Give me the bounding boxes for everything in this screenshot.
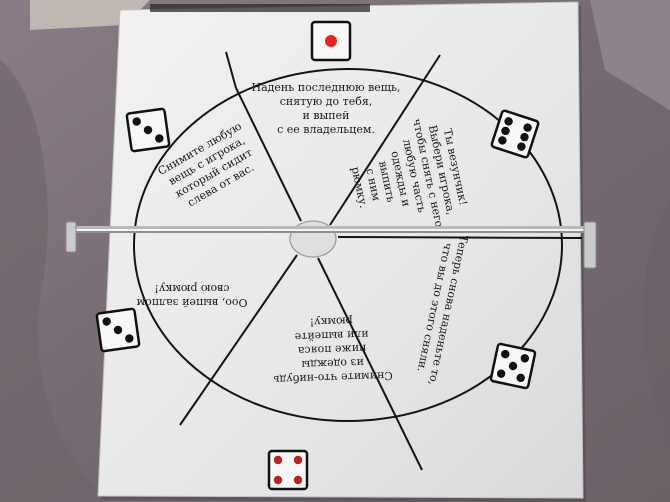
segment-line: ниже пояса — [297, 342, 366, 357]
divider-line — [225, 51, 237, 89]
segment-line: рюмку! — [309, 314, 352, 328]
segment-line: снятую до тебя, — [280, 95, 373, 108]
die-pip — [504, 117, 513, 126]
dice-group — [95, 20, 540, 491]
die-pip — [517, 142, 526, 151]
segment-text-bottom: Снимите что-нибудьиз одеждыниже поясаили… — [271, 313, 393, 386]
die-pip — [293, 455, 303, 465]
die-pip — [501, 126, 510, 136]
die-pip — [293, 475, 303, 485]
divider-line — [329, 54, 441, 226]
dice-upper-right — [490, 109, 540, 159]
dice-top — [310, 20, 352, 62]
segment-line: Надень последнюю вещь, — [251, 81, 400, 94]
hinge-bar — [65, 221, 597, 269]
segment-line: и выпей — [303, 109, 350, 122]
die-pip — [498, 136, 507, 145]
die-pip — [143, 125, 153, 135]
die-pip — [516, 373, 525, 383]
die-pip — [155, 134, 164, 143]
die-pip — [496, 369, 506, 378]
dice-bottom — [267, 449, 309, 491]
wheel-circle — [133, 68, 563, 422]
dice-lower-right — [489, 342, 537, 390]
segment-text-top: Надень последнюю вещь,снятую до тебя,и в… — [251, 81, 400, 136]
die-pip — [325, 35, 337, 47]
segment-line: с ее владельцем. — [277, 123, 375, 136]
segment-line: Снимите что-нибудь — [273, 369, 393, 386]
divider-line — [235, 87, 302, 222]
die-pip — [273, 455, 283, 465]
dice-lower-left — [95, 307, 141, 353]
die-pip — [520, 354, 530, 363]
segment-line: Ооо, выпей залпом — [136, 296, 247, 309]
game-board — [97, 1, 586, 502]
die-pip — [523, 123, 532, 132]
die-pip — [501, 349, 510, 359]
die-pip — [520, 132, 529, 142]
die-pip — [125, 334, 134, 343]
divider-line — [317, 257, 423, 471]
die-pip — [102, 317, 111, 326]
divider-line — [337, 236, 583, 239]
die-pip — [508, 361, 518, 371]
die-pip — [113, 325, 123, 335]
divider-line — [179, 254, 298, 426]
die-face — [490, 109, 540, 159]
die-face — [267, 449, 309, 491]
segment-line: из одежды — [301, 356, 364, 371]
die-pip — [273, 475, 283, 485]
segment-line: или выпейте — [294, 328, 368, 344]
die-pip — [132, 117, 141, 126]
segment-line: свою рюмку! — [155, 282, 230, 295]
segment-text-lower-left: Ооо, выпей залпомсвою рюмку! — [136, 282, 247, 309]
dice-upper-left — [125, 107, 171, 153]
